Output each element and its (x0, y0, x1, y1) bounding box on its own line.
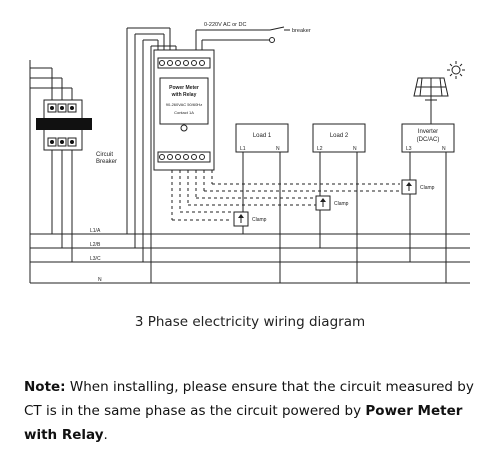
meter-spec-1: 90-260VAC 50/60Hz (166, 102, 202, 107)
meter-title-2: with Relay (171, 92, 197, 98)
clamp-3: Clamp (401, 179, 435, 195)
load-1: Load 1 L1 N (235, 123, 289, 153)
bus-label-l3: L3/C (90, 256, 101, 262)
clamp-3-label: Clamp (420, 185, 435, 191)
inverter-line-2: (DC/AC) (417, 137, 440, 143)
installation-note: Note: When installing, please ensure tha… (24, 375, 486, 447)
load-2-neutral: N (353, 146, 357, 152)
load-1-phase: L1 (240, 146, 246, 152)
clamp-1-label: Clamp (252, 217, 267, 223)
wiring-diagram: Circuit Breaker Power Meter with Relay 9… (29, 22, 470, 284)
meter-title-1: Power Meter (169, 85, 199, 91)
note-end: . (103, 427, 108, 443)
circuit-breaker-label-2: Breaker (96, 159, 117, 165)
load-1-neutral: N (276, 146, 280, 152)
bus-label-n: N (98, 277, 102, 283)
breaker-label: breaker (292, 28, 311, 34)
note-label: Note: (24, 379, 66, 395)
note-text: When installing, please ensure that the … (24, 379, 474, 419)
load-2-phase: L2 (317, 146, 323, 152)
load-2: Load 2 L2 N (312, 123, 366, 153)
load-1-name: Load 1 (253, 133, 272, 139)
diagram-caption: 3 Phase electricity wiring diagram (134, 314, 366, 330)
power-meter: Power Meter with Relay 90-260VAC 50/60Hz… (153, 49, 215, 171)
supply-label: 0-220V AC or DC (204, 22, 247, 28)
clamp-2-label: Clamp (334, 201, 349, 207)
bus-label-l1: L1/A (90, 228, 101, 234)
meter-spec-2: Contact 1A (174, 110, 194, 115)
inverter-neutral: N (442, 146, 446, 152)
solar-panel-icon (413, 77, 449, 101)
clamp-1: Clamp (233, 211, 267, 227)
note-emphasis: Power Meter with Relay (24, 403, 463, 443)
inverter-line-1: Inverter (418, 129, 438, 135)
circuit-breaker-label-1: Circuit (96, 152, 113, 158)
breaker-switch: breaker (269, 26, 311, 43)
inverter-phase: L3 (406, 146, 412, 152)
sun-icon (447, 61, 465, 79)
circuit-breaker: Circuit Breaker (36, 99, 117, 165)
bus-label-l2: L2/B (90, 242, 101, 248)
inverter: Inverter (DC/AC) L3 N (401, 123, 455, 153)
load-2-name: Load 2 (330, 133, 349, 139)
clamp-2: Clamp (315, 195, 349, 211)
